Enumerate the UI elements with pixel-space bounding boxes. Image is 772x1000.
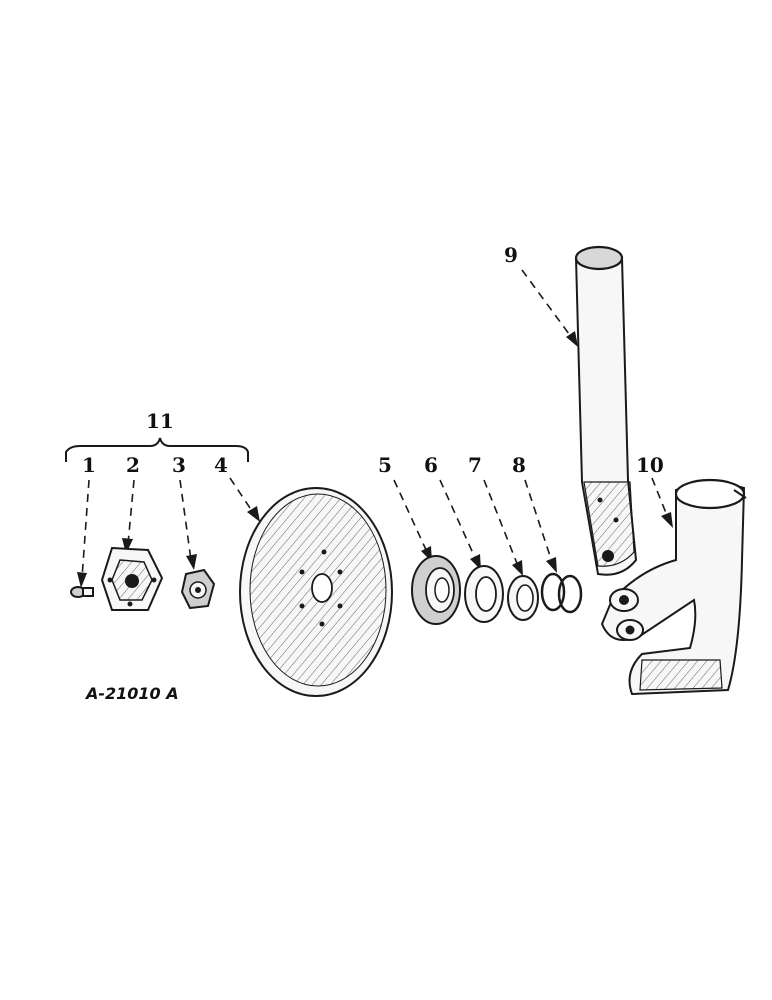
leader-line-4: [229, 477, 255, 515]
callout-2: 2: [126, 453, 140, 477]
arrowhead-3: [186, 554, 197, 570]
leader-line-3: [179, 479, 192, 561]
leader-line-8: [524, 479, 553, 563]
callout-3: 3: [172, 453, 186, 477]
part-3-nut: [180, 568, 216, 610]
leader-line-10: [651, 477, 669, 519]
leader-line-6: [439, 479, 477, 561]
arrowhead-4: [247, 506, 260, 522]
part-2-hub-cap: [100, 546, 164, 611]
callout-8: 8: [512, 453, 526, 477]
leader-line-7: [483, 479, 519, 567]
part-4-disc-blade: [239, 487, 393, 697]
arrowhead-6: [470, 554, 481, 570]
leader-line-2: [127, 479, 135, 545]
leader-line-5: [393, 479, 428, 553]
part-7-washer: [507, 575, 539, 621]
figure-id: A-21010 A: [84, 684, 179, 703]
callout-6: 6: [424, 453, 438, 477]
callout-5: 5: [378, 453, 392, 477]
callout-4: 4: [214, 453, 228, 477]
callout-9: 9: [504, 243, 518, 267]
arrowhead-8: [546, 557, 557, 573]
callout-11: 11: [146, 409, 174, 433]
arrowhead-7: [512, 560, 523, 576]
group-bracket: [65, 437, 249, 462]
part-10-boot-housing: [600, 478, 747, 696]
arrowhead-9: [566, 331, 578, 347]
arrowhead-10: [661, 512, 673, 528]
part-9-shank: [574, 245, 638, 576]
leader-line-1: [81, 479, 90, 579]
part-1-bolt: [70, 586, 94, 598]
callout-7: 7: [468, 453, 482, 477]
arrowhead-1: [77, 572, 87, 588]
part-6-seal: [464, 565, 504, 623]
callout-1: 1: [82, 453, 96, 477]
part-8-rings: [540, 572, 583, 614]
part-5-bearing: [411, 555, 461, 625]
leader-line-9: [521, 269, 573, 339]
arrowhead-2: [122, 538, 133, 554]
callout-10: 10: [636, 453, 664, 477]
